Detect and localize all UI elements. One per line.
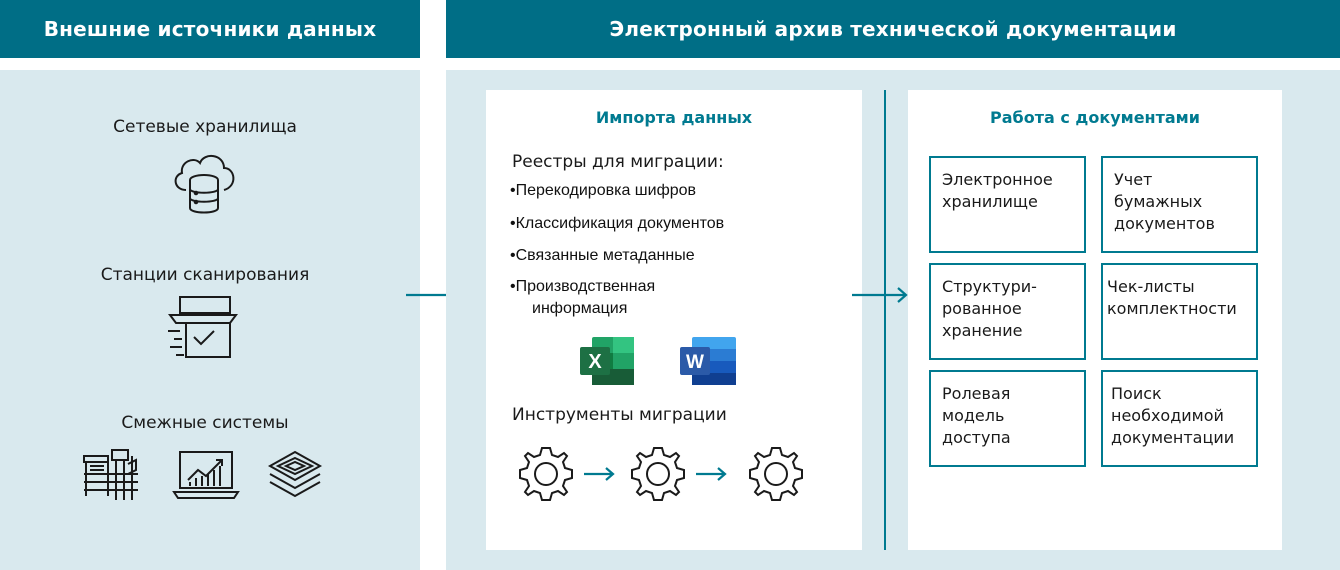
excel-icon: X — [578, 335, 636, 387]
feature-box-line: Поиск — [1111, 384, 1162, 403]
word-icon: W — [678, 335, 738, 387]
cloud-database-icon — [168, 146, 240, 216]
docs-card-title: Работа с документами — [990, 108, 1200, 127]
word-icon-letter: W — [686, 352, 704, 373]
import-card-title: Импорта данных — [595, 108, 753, 127]
feature-box-paper-accounting: Учет бумажных документов — [1101, 156, 1258, 253]
registry-item: •Связанные метаданные — [510, 247, 695, 264]
feature-box-line: бумажных — [1114, 192, 1203, 211]
gear-icon — [519, 447, 573, 501]
registry-item-continued: информация — [532, 300, 628, 317]
feature-box-line: комплектности — [1107, 299, 1237, 318]
feature-box-line: Учет — [1114, 170, 1153, 189]
source-label-adjacent-systems: Смежные системы — [121, 413, 289, 433]
import-card — [486, 90, 862, 550]
left-panel-header-text: Внешние источники данных — [43, 17, 377, 41]
feature-box-line: хранилище — [942, 192, 1038, 211]
gear-icon — [749, 447, 803, 501]
feature-box-line: документации — [1111, 428, 1235, 447]
analytics-laptop-icon — [172, 448, 240, 502]
gear-icon — [631, 447, 685, 501]
left-panel — [0, 70, 420, 570]
left-panel-header: Внешние источники данных — [0, 0, 420, 58]
panel-divider — [884, 90, 886, 550]
feature-box-line: модель — [942, 406, 1005, 425]
layers-icon — [266, 448, 324, 502]
feature-box-role-model: Ролевая модель доступа — [929, 370, 1086, 467]
right-panel-header: Электронный архив технической документац… — [446, 0, 1340, 58]
scanner-icon — [164, 293, 240, 363]
registry-item: •Производственная — [510, 278, 656, 295]
feature-box-line: документов — [1114, 214, 1215, 233]
feature-box-line: Структури- — [942, 277, 1037, 296]
feature-box-structured-storage: Структури- рованное хранение — [929, 263, 1086, 360]
arrow-import-to-docs-icon — [850, 285, 910, 305]
excel-icon-letter: X — [588, 351, 602, 373]
right-panel-header-text: Электронный архив технической документац… — [609, 17, 1177, 41]
feature-box-line: Электронное — [942, 170, 1053, 189]
feature-box-line: хранение — [942, 321, 1023, 340]
feature-box-electronic-storage: Электронное хранилище — [929, 156, 1086, 253]
migration-tools-chain — [516, 444, 816, 504]
feature-box-line: доступа — [942, 428, 1011, 447]
feature-box-checklists: Чек-листы комплектности — [1101, 263, 1258, 360]
source-label-scan-stations: Станции сканирования — [100, 265, 310, 285]
feature-box-line: рованное — [942, 299, 1022, 318]
feature-box-line: необходимой — [1111, 406, 1224, 425]
feature-box-search: Поиск необходимой документации — [1101, 370, 1258, 467]
source-label-network-storage: Сетевые хранилища — [113, 117, 297, 137]
registry-item: •Классификация документов — [510, 215, 725, 232]
registries-title: Реестры для миграции: — [512, 152, 724, 172]
tools-title: Инструменты миграции — [512, 405, 727, 425]
feature-box-line: Чек-листы — [1107, 277, 1195, 296]
feature-box-line: Ролевая — [942, 384, 1011, 403]
factory-icon — [82, 446, 142, 502]
registry-item: •Перекодировка шифров — [510, 182, 697, 199]
